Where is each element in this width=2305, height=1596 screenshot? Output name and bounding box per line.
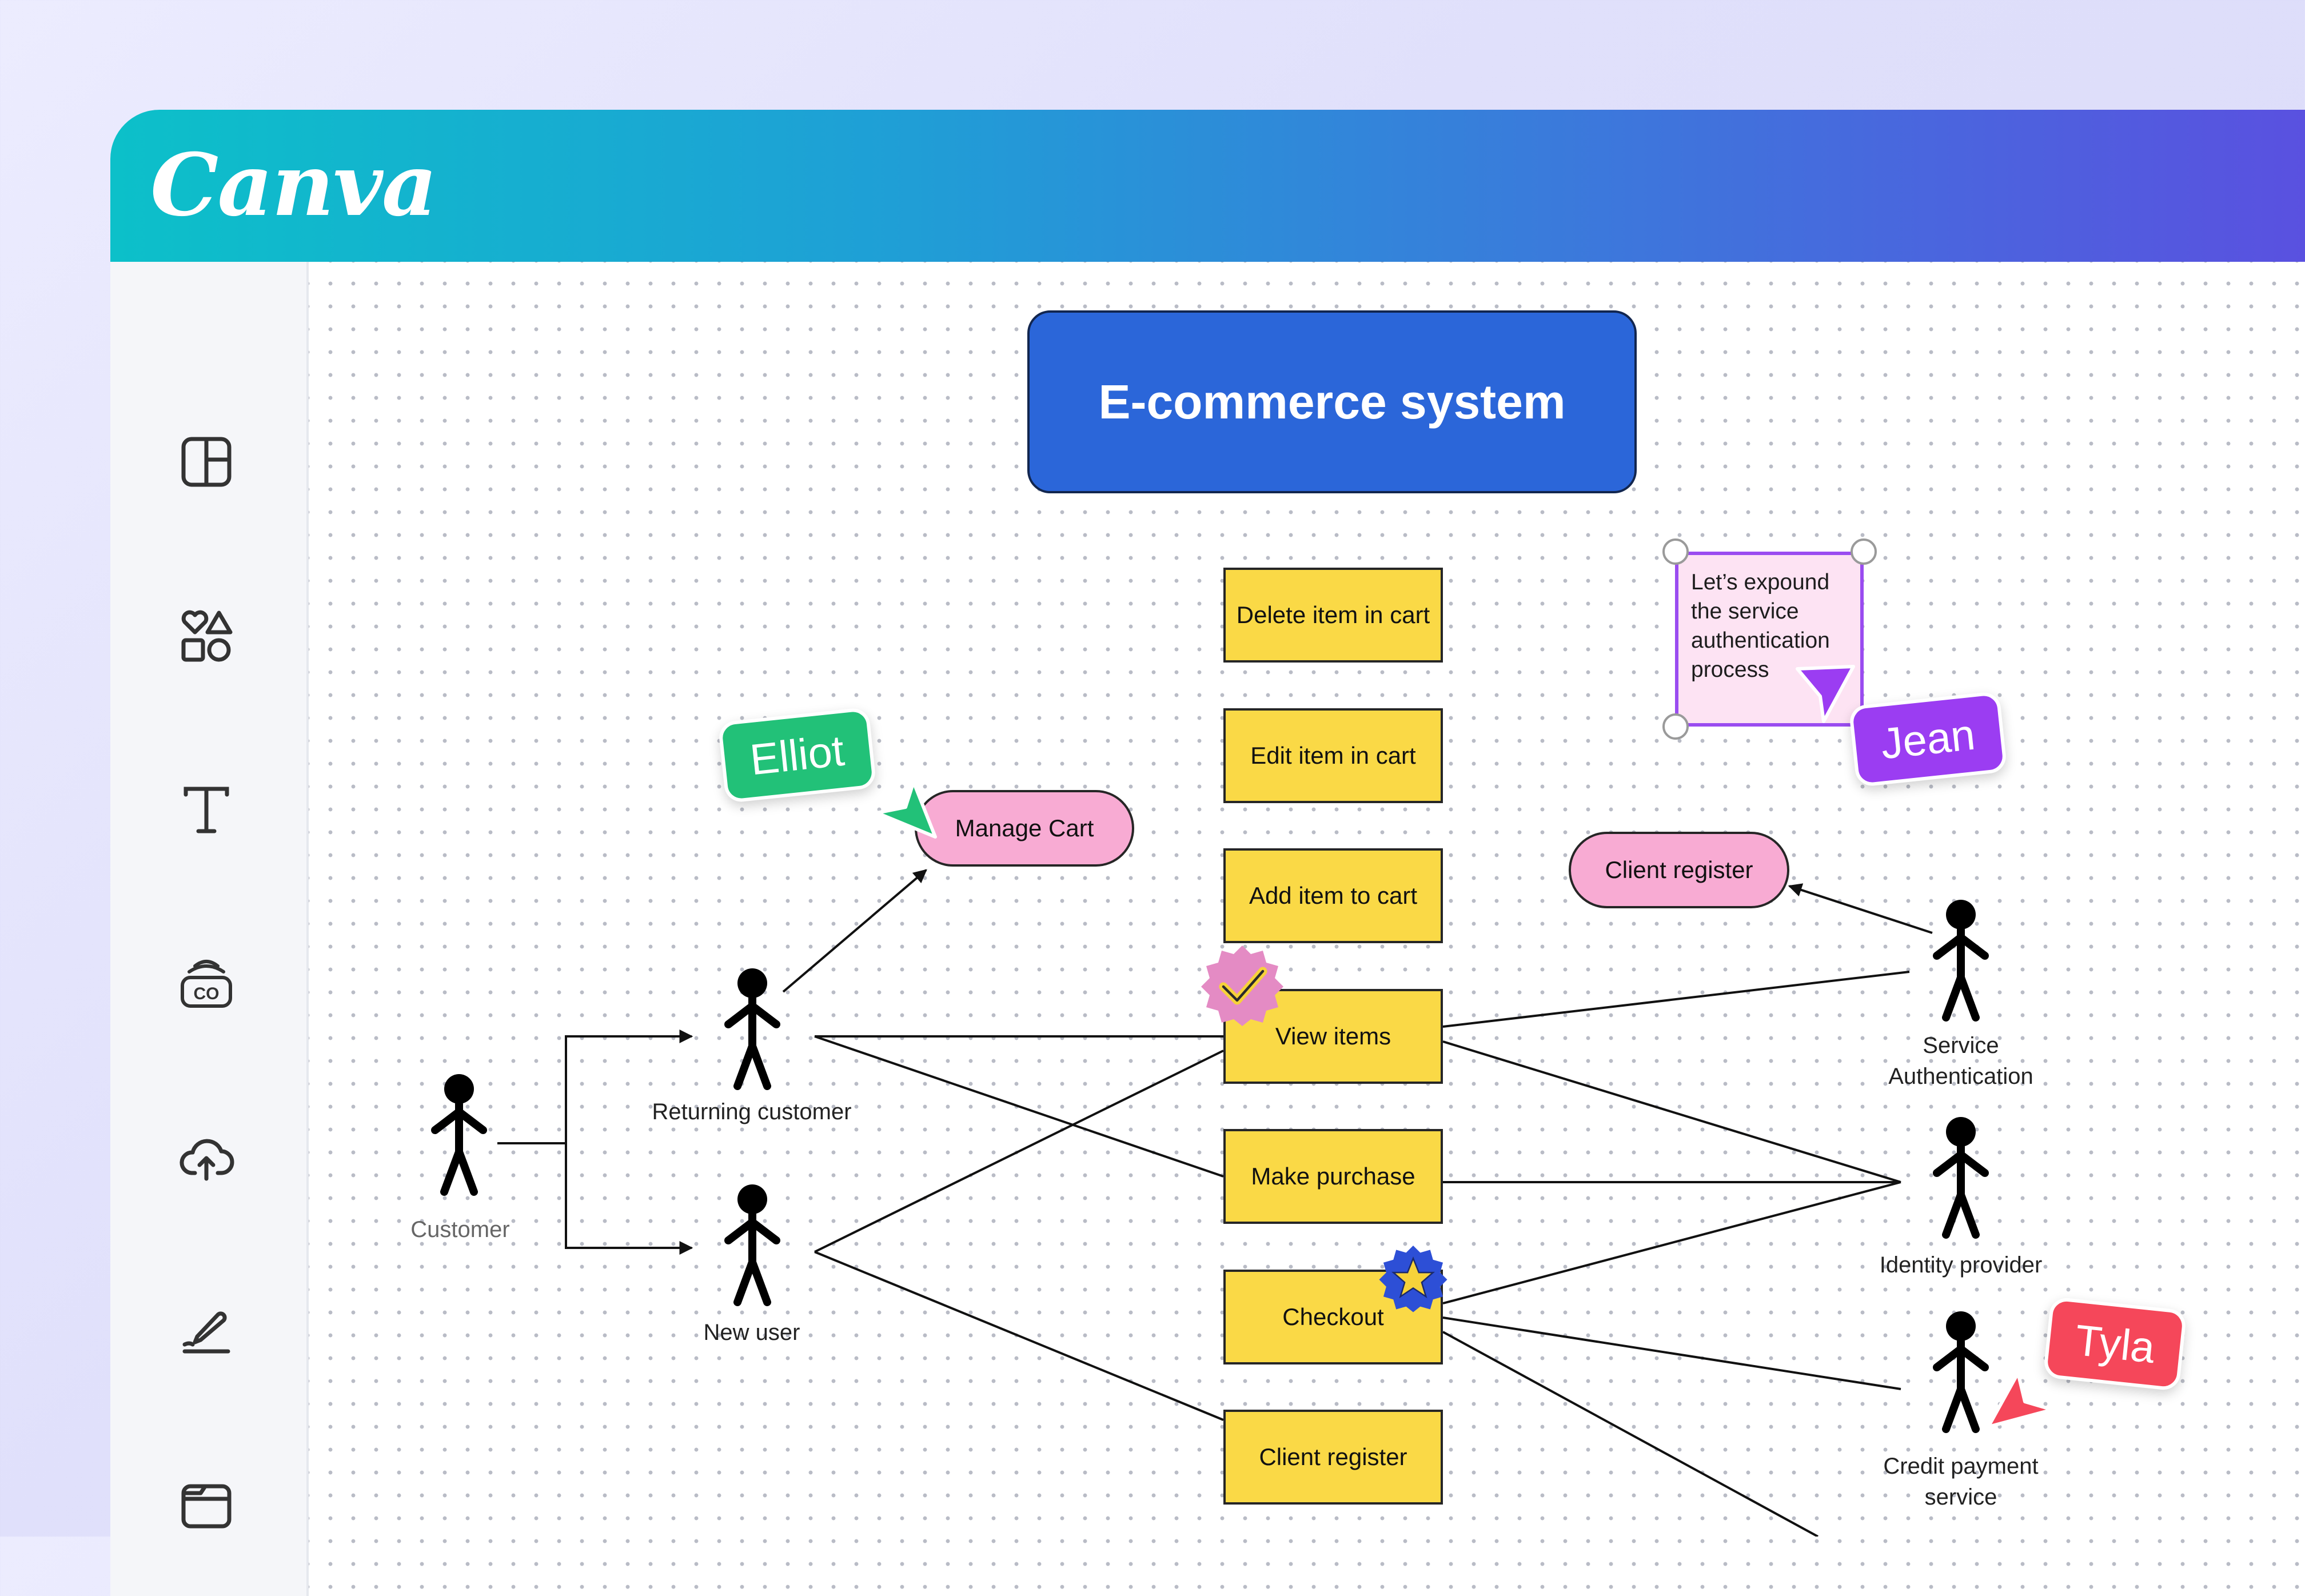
- layout-icon[interactable]: [178, 433, 235, 490]
- diagram-title-box[interactable]: E-commerce system: [1027, 310, 1637, 493]
- actor-payment-label: Credit payment service: [1883, 1454, 2039, 1510]
- sidebar: CO: [110, 262, 309, 1596]
- usecase-edit-item[interactable]: Edit item in cart: [1223, 708, 1443, 803]
- actor-customer-label: Customer: [410, 1217, 510, 1242]
- checkmark-sticker-icon[interactable]: [1199, 942, 1285, 1028]
- brand-icon[interactable]: CO: [178, 955, 235, 1012]
- actor-newuser-label: New user: [703, 1320, 800, 1345]
- actor-serviceauth-label: Service Authentication: [1888, 1033, 2033, 1089]
- cursor-pointer-tyla-icon: [1987, 1371, 2054, 1429]
- cursor-pointer-elliot-icon: [875, 780, 937, 839]
- text-icon[interactable]: [178, 781, 235, 838]
- pill-client-register[interactable]: Client register: [1569, 832, 1789, 908]
- pill-manage-cart[interactable]: Manage Cart: [915, 790, 1134, 867]
- canva-logo: Canva: [150, 135, 437, 236]
- cursor-tag-tyla: Tyla: [2043, 1296, 2188, 1392]
- resize-handle-top-right[interactable]: [1851, 538, 1877, 565]
- draw-icon[interactable]: [178, 1302, 235, 1359]
- folder-icon[interactable]: [178, 1476, 235, 1533]
- top-bar: Canva: [110, 110, 2305, 262]
- resize-handle-top-left[interactable]: [1662, 538, 1689, 565]
- actor-identity-label: Identity provider: [1879, 1252, 2043, 1278]
- cursor-tag-elliot: Elliot: [717, 707, 877, 804]
- cursor-pointer-jean-icon: [1796, 665, 1855, 723]
- usecase-add-item[interactable]: Add item to cart: [1223, 848, 1443, 943]
- cloud-upload-icon[interactable]: [178, 1128, 235, 1186]
- usecase-client-register[interactable]: Client register: [1223, 1410, 1443, 1505]
- sticky-note-comment[interactable]: Let’s expound the service authentication…: [1675, 552, 1864, 727]
- resize-handle-bottom-left[interactable]: [1662, 713, 1689, 740]
- actor-returning-label: Returning customer: [652, 1099, 852, 1124]
- usecase-make-purchase[interactable]: Make purchase: [1223, 1129, 1443, 1224]
- star-sticker-icon[interactable]: [1378, 1243, 1449, 1314]
- usecase-delete-item[interactable]: Delete item in cart: [1223, 568, 1443, 663]
- shapes-icon[interactable]: [178, 607, 235, 664]
- cursor-tag-jean: Jean: [1848, 691, 2008, 788]
- svg-text:CO: CO: [194, 984, 220, 1003]
